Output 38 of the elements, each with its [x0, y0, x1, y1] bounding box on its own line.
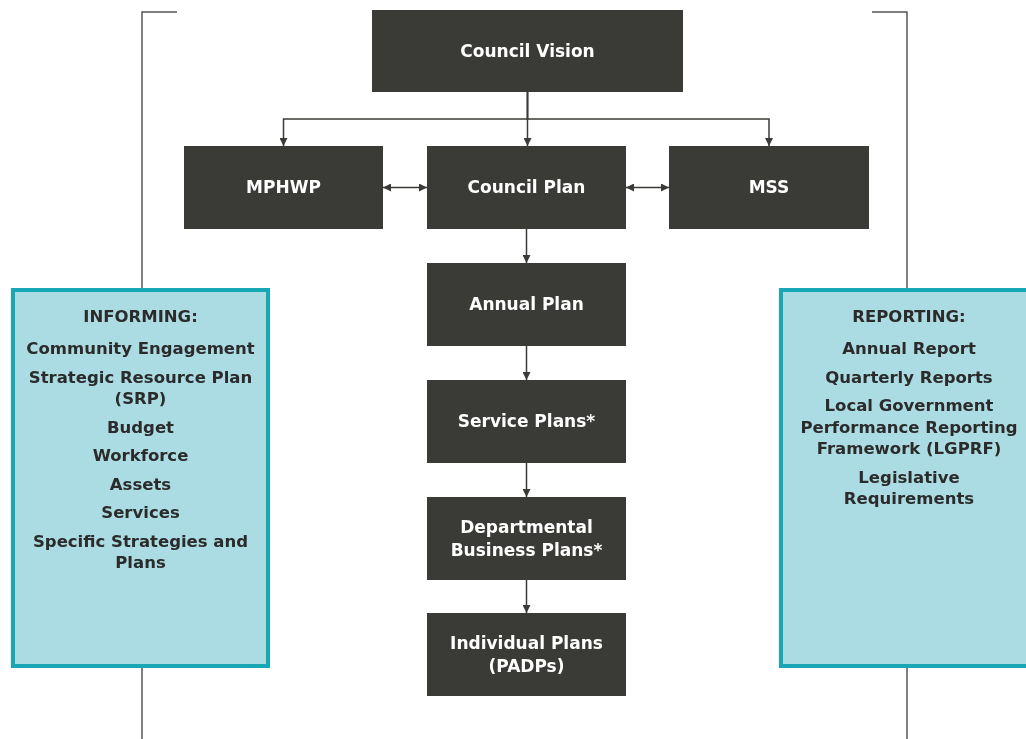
list-item: Annual Report	[842, 338, 976, 360]
list-item: Legislative Requirements	[842, 466, 976, 510]
box-label: MSS	[748, 176, 790, 199]
list-item: Community Engagement	[26, 338, 255, 360]
arrow	[382, 183, 428, 192]
list-item: Services	[101, 502, 180, 524]
list-item: Strategic Resource Plan (SRP)	[27, 366, 254, 410]
arrow	[625, 183, 670, 192]
box-label: Individual Plans (PADPs)	[449, 632, 604, 677]
process-box	[427, 497, 626, 580]
arrow	[522, 579, 531, 614]
process-box	[427, 263, 626, 346]
list-item: Quarterly Reports	[825, 366, 993, 389]
process-box	[427, 380, 626, 463]
process-box	[372, 10, 683, 92]
panel-heading: INFORMING:	[83, 306, 198, 328]
process-box	[427, 146, 626, 229]
box-label: Council Plan	[467, 176, 586, 199]
arrow	[522, 345, 531, 381]
box-label: Service Plans*	[457, 410, 596, 433]
arrow	[522, 228, 531, 264]
box-label: MPHWP	[246, 176, 321, 199]
box-label: Annual Plan	[469, 293, 584, 316]
list-item: Budget	[107, 416, 174, 439]
arrow	[526, 91, 773, 147]
info-panel	[779, 288, 1026, 668]
process-box	[427, 613, 626, 696]
panel-heading: REPORTING:	[852, 306, 966, 328]
process-box	[669, 146, 869, 229]
list-item: Workforce	[92, 445, 189, 467]
list-item: Assets	[109, 473, 172, 496]
arrow	[522, 462, 531, 498]
box-label: Council Vision	[460, 39, 595, 63]
info-panel	[11, 288, 270, 668]
list-item: Local Government Performance Reporting Framework (LGPRF)	[799, 395, 1019, 460]
list-item: Specific Strategies and Plans	[31, 530, 250, 574]
process-box	[184, 146, 383, 229]
box-label: Departmental Business Plans*	[449, 516, 604, 561]
